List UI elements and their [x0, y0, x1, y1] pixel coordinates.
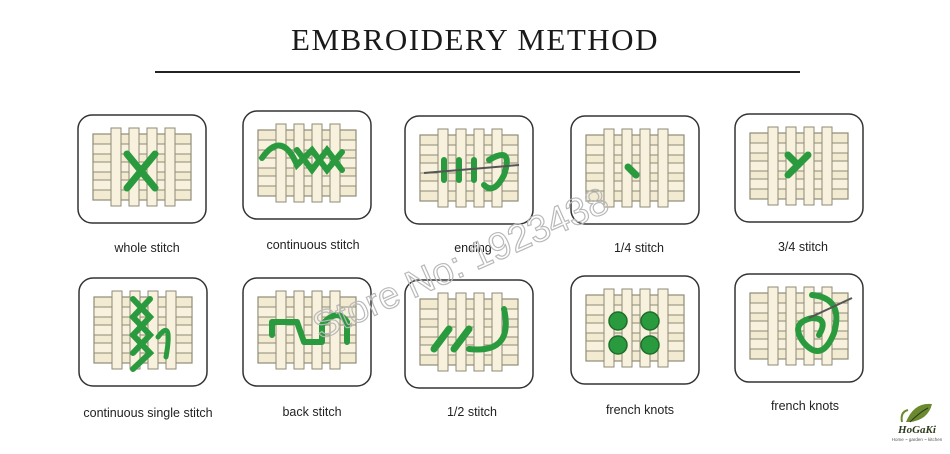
caption-whole-stitch: whole stitch: [114, 241, 180, 255]
tile-continuous-stitch: [242, 110, 372, 220]
tile-three-quarter-stitch: [734, 113, 864, 223]
half-stitch-diagram: [404, 279, 534, 389]
three-quarter-stitch-diagram: [734, 113, 864, 223]
continuous-single-stitch-diagram: [78, 277, 208, 387]
logo-name: HoGaKi: [898, 424, 936, 436]
caption-quarter-stitch: 1/4 stitch: [613, 241, 665, 255]
french-knots-grid-diagram: [570, 275, 700, 385]
caption-back-stitch: back stitch: [282, 405, 342, 419]
tile-whole-stitch: [77, 114, 207, 224]
caption-half-stitch: 1/2 stitch: [446, 405, 498, 419]
tile-ending: [404, 115, 534, 225]
caption-three-quarter-stitch: 3/4 stitch: [777, 240, 829, 254]
tile-french-knots-1: [570, 275, 700, 385]
title-underline: [155, 71, 800, 73]
french-knots-needle-diagram: [734, 273, 864, 383]
tile-back-stitch: [242, 277, 372, 387]
leaf-icon: [900, 403, 932, 423]
logo-tagline: Home ~ garden ~ kitchen: [891, 437, 943, 442]
quarter-stitch-diagram: [570, 115, 700, 225]
caption-ending: ending: [454, 241, 492, 255]
continuous-stitch-diagram: [242, 110, 372, 220]
caption-continuous-stitch: continuous stitch: [266, 238, 360, 252]
back-stitch-diagram: [242, 277, 372, 387]
whole-stitch-diagram: [77, 114, 207, 224]
caption-french-knots-2: french knots: [770, 399, 840, 413]
tile-half-stitch: [404, 279, 534, 389]
page-title: EMBROIDERY METHOD: [291, 22, 659, 57]
caption-french-knots-1: french knots: [605, 403, 675, 417]
ending-diagram: [404, 115, 534, 225]
caption-continuous-single-stitch: continuous single stitch: [83, 406, 213, 420]
tile-continuous-single-stitch: [78, 277, 208, 387]
tile-quarter-stitch: [570, 115, 700, 225]
hogaki-logo: HoGaKi Home ~ garden ~ kitchen: [888, 398, 946, 448]
tile-french-knots-2: [734, 273, 864, 383]
